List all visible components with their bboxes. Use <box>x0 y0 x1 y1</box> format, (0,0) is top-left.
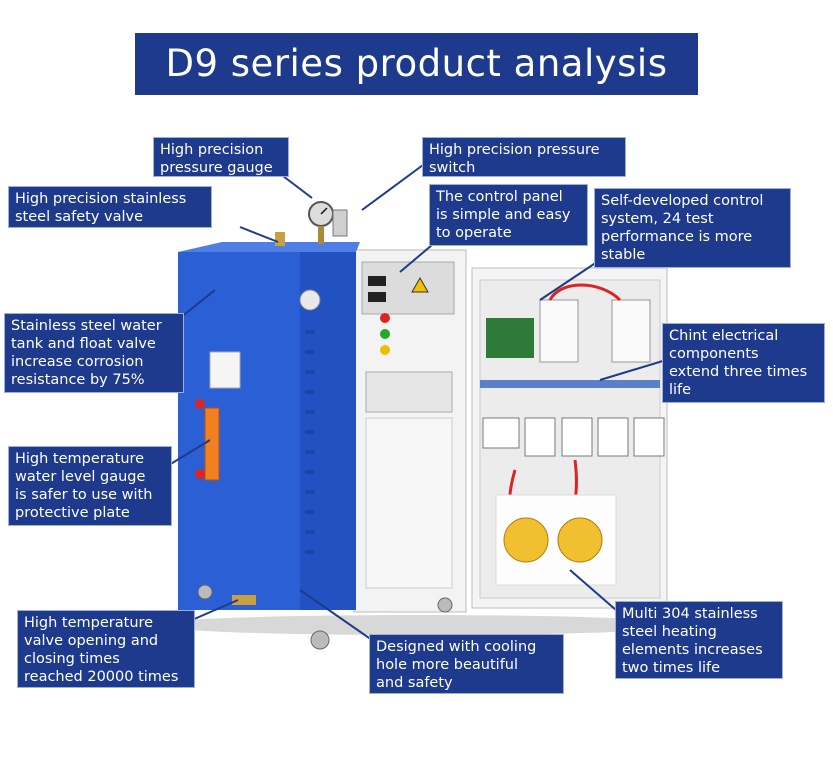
top-fittings <box>275 201 348 246</box>
breaker-left <box>539 299 579 363</box>
label-pressure-switch: High precision pressure switch <box>422 137 626 177</box>
safety-valve <box>275 232 285 246</box>
label-valve-opening: High temperature valve opening and closi… <box>17 610 195 688</box>
nameplate <box>209 351 241 389</box>
label-level-gauge: High temperature water level gauge is sa… <box>8 446 172 526</box>
label-control-panel: The control panel is simple and easy to … <box>429 184 588 246</box>
label-control-system: Self-developed control system, 24 test p… <box>594 188 791 268</box>
page-title: D9 series product analysis <box>135 33 698 95</box>
breaker-right <box>611 299 651 363</box>
label-chint: Chint electrical components extend three… <box>662 323 825 403</box>
label-safety-valve: High precision stainless steel safety va… <box>8 186 212 228</box>
electrical-cabinet-door <box>471 267 668 609</box>
label-cooling-hole: Designed with cooling hole more beautifu… <box>369 634 564 694</box>
blue-boiler-body <box>178 242 360 610</box>
wheels <box>197 584 453 650</box>
pressure-switch <box>332 209 348 237</box>
machine-shadow <box>150 615 690 635</box>
leader-lines <box>168 164 667 641</box>
circuit-board <box>486 318 534 358</box>
front-control-panel <box>353 249 467 613</box>
heating-element-1 <box>503 517 549 563</box>
label-water-tank: Stainless steel water tank and float val… <box>4 313 184 393</box>
label-heating-elements: Multi 304 stainless steel heating elemen… <box>615 601 783 679</box>
water-level-gauge <box>204 407 220 481</box>
bottom-valve <box>232 595 256 605</box>
label-pressure-gauge: High precision pressure gauge <box>153 137 289 177</box>
heating-element-2 <box>557 517 603 563</box>
